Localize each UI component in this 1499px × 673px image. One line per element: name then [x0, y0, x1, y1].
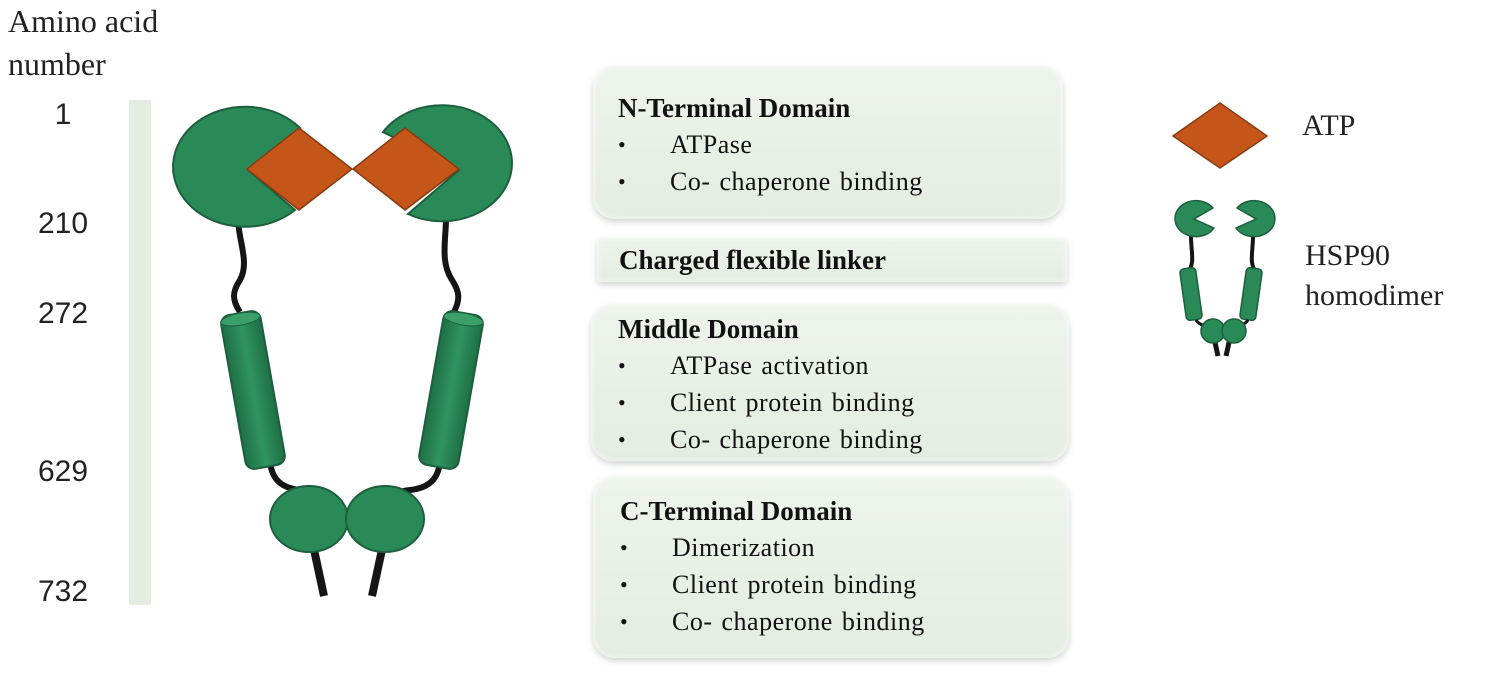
- left-middle-domain: [220, 310, 286, 470]
- n-terminal-list: ATPase Co- chaperone binding: [618, 126, 923, 200]
- hsp90-dimer-diagram: [172, 104, 513, 597]
- aa-label-272: 272: [37, 297, 89, 330]
- legend-atp-label: ATP: [1302, 109, 1356, 142]
- linker-box: Charged flexible linker: [597, 238, 1067, 282]
- right-tail: [368, 544, 387, 597]
- n-terminal-title: N-Terminal Domain: [618, 93, 851, 123]
- left-tail: [309, 544, 328, 597]
- left-linker: [231, 217, 247, 314]
- legend-dimer-icon: [1174, 199, 1276, 357]
- linker-title: Charged flexible linker: [619, 245, 886, 275]
- list-item: Co- chaperone binding: [618, 421, 923, 458]
- list-item: Client protein binding: [620, 566, 925, 603]
- right-atp-diamond: [351, 127, 461, 211]
- axis-title: Amino acid number: [8, 3, 159, 82]
- left-n-terminal-domain: [172, 105, 302, 228]
- legend-graphics: [1171, 102, 1276, 357]
- aa-label-1: 1: [54, 98, 72, 131]
- legend-dimer-label: HSP90 homodimer: [1305, 239, 1444, 312]
- list-item: Client protein binding: [618, 384, 923, 421]
- c-terminal-domain-box: C-Terminal Domain Dimerization Client pr…: [593, 476, 1069, 658]
- n-terminal-domain-box: N-Terminal Domain ATPase Co- chaperone b…: [593, 66, 1063, 219]
- middle-title: Middle Domain: [618, 314, 799, 344]
- list-item: Dimerization: [620, 529, 925, 566]
- aa-label-629: 629: [37, 455, 89, 488]
- list-item: Co- chaperone binding: [620, 603, 925, 640]
- aa-label-732: 732: [37, 575, 89, 608]
- c-terminal-list: Dimerization Client protein binding Co- …: [620, 529, 925, 640]
- right-middle-domain: [418, 310, 484, 470]
- middle-domain-box: Middle Domain ATPase activation Client p…: [591, 304, 1069, 461]
- legend-atp-icon: [1171, 102, 1269, 169]
- middle-list: ATPase activation Client protein binding…: [618, 347, 923, 458]
- right-linker: [441, 217, 462, 314]
- list-item: Co- chaperone binding: [618, 163, 923, 200]
- aa-label-210: 210: [37, 207, 89, 240]
- amino-acid-axis-bar: [129, 100, 151, 605]
- left-c-terminal-domain: [269, 485, 349, 553]
- list-item: ATPase: [618, 126, 923, 163]
- list-item: ATPase activation: [618, 347, 923, 384]
- c-terminal-title: C-Terminal Domain: [620, 496, 853, 526]
- right-c-terminal-domain: [345, 485, 425, 553]
